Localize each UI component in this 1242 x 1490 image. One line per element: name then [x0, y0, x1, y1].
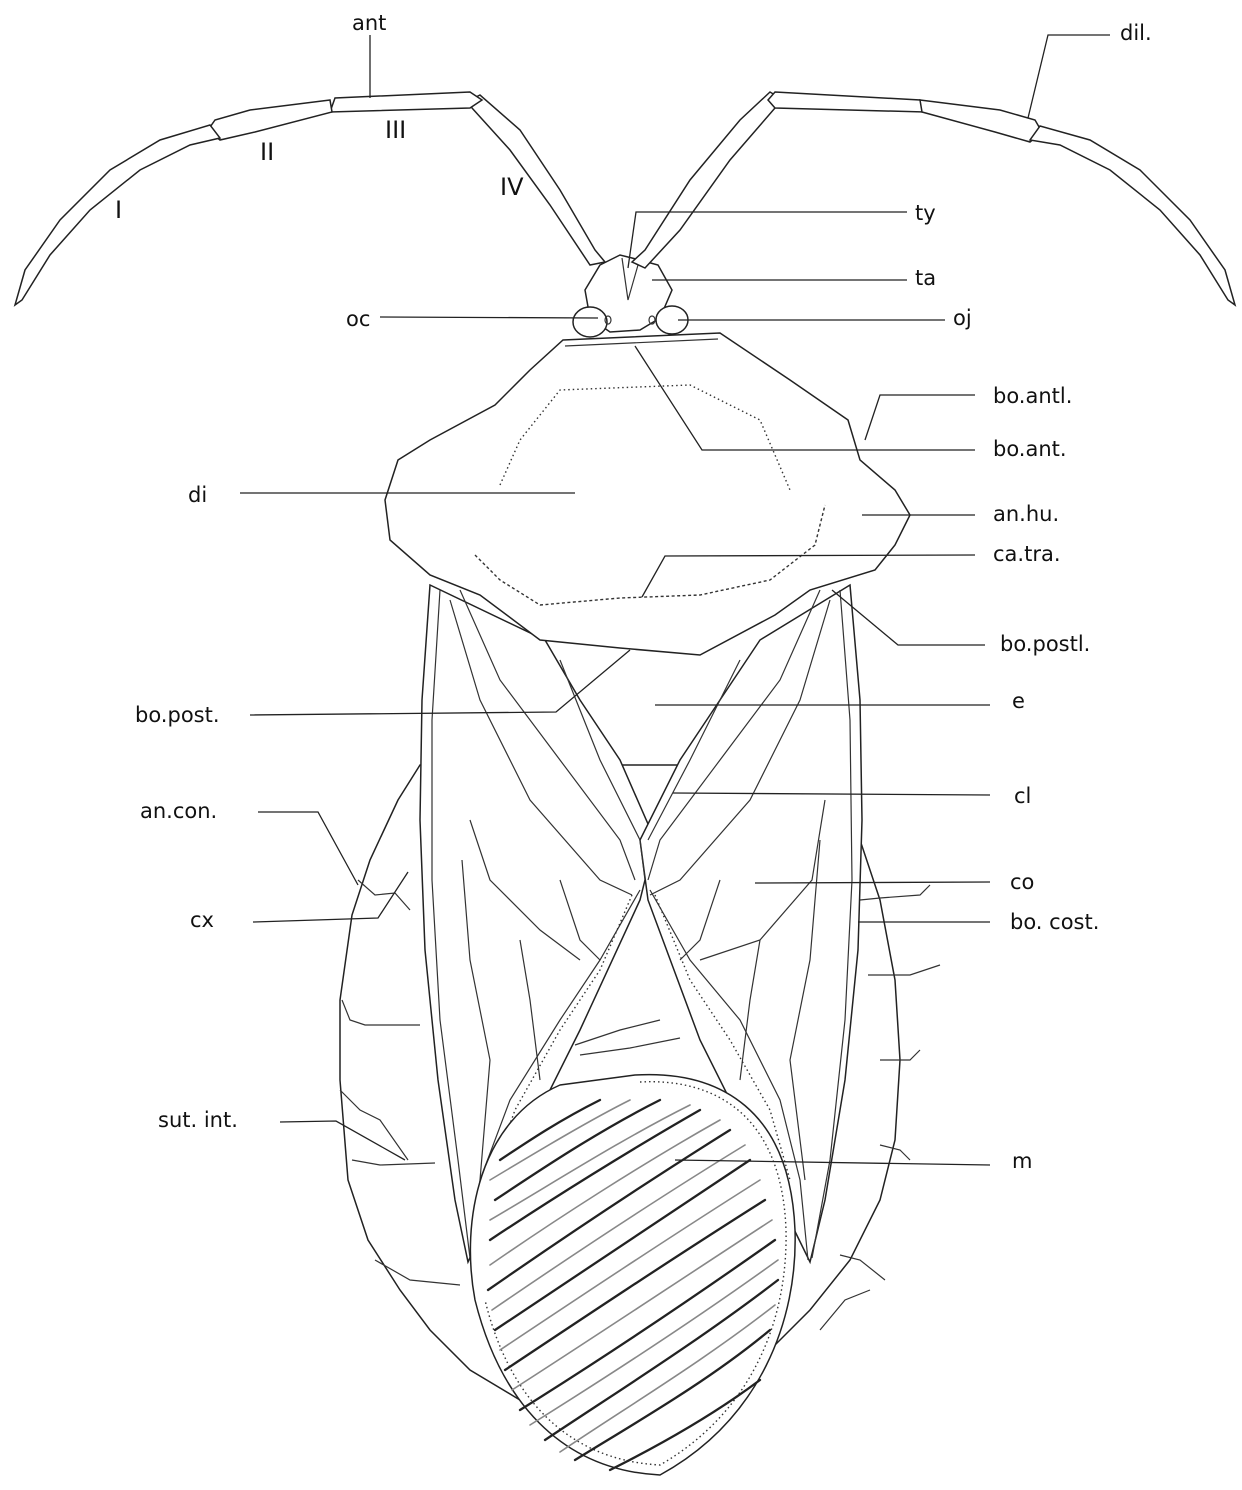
label-ta: ta	[915, 266, 936, 290]
label-ty: ty	[915, 201, 936, 225]
label-sut-int: sut. int.	[158, 1108, 238, 1132]
label-cx: cx	[190, 908, 214, 932]
label-segment-III: III	[385, 116, 406, 144]
label-m: m	[1012, 1149, 1032, 1173]
label-an-hu: an.hu.	[993, 502, 1059, 526]
label-oj: oj	[953, 306, 972, 330]
label-an-con: an.con.	[140, 799, 217, 823]
label-co: co	[1010, 870, 1034, 894]
label-bo-ant: bo.ant.	[993, 437, 1067, 461]
label-segment-II: II	[260, 138, 274, 166]
head	[573, 255, 688, 337]
label-di: di	[188, 483, 207, 507]
label-cl: cl	[1014, 784, 1031, 808]
label-bo-postl: bo.postl.	[1000, 632, 1090, 656]
label-e: e	[1012, 689, 1025, 713]
label-segment-I: I	[115, 196, 122, 224]
label-bo-post: bo.post.	[135, 703, 220, 727]
label-bo-cost: bo. cost.	[1010, 910, 1099, 934]
label-oc: oc	[346, 307, 370, 331]
label-segment-IV: IV	[500, 173, 524, 201]
label-bo-antl: bo.antl.	[993, 384, 1072, 408]
label-ant: ant	[352, 11, 386, 35]
membrane	[470, 1075, 795, 1475]
left-compound-eye	[573, 307, 607, 337]
label-dil: dil.	[1120, 21, 1152, 45]
label-ca-tra: ca.tra.	[993, 542, 1061, 566]
